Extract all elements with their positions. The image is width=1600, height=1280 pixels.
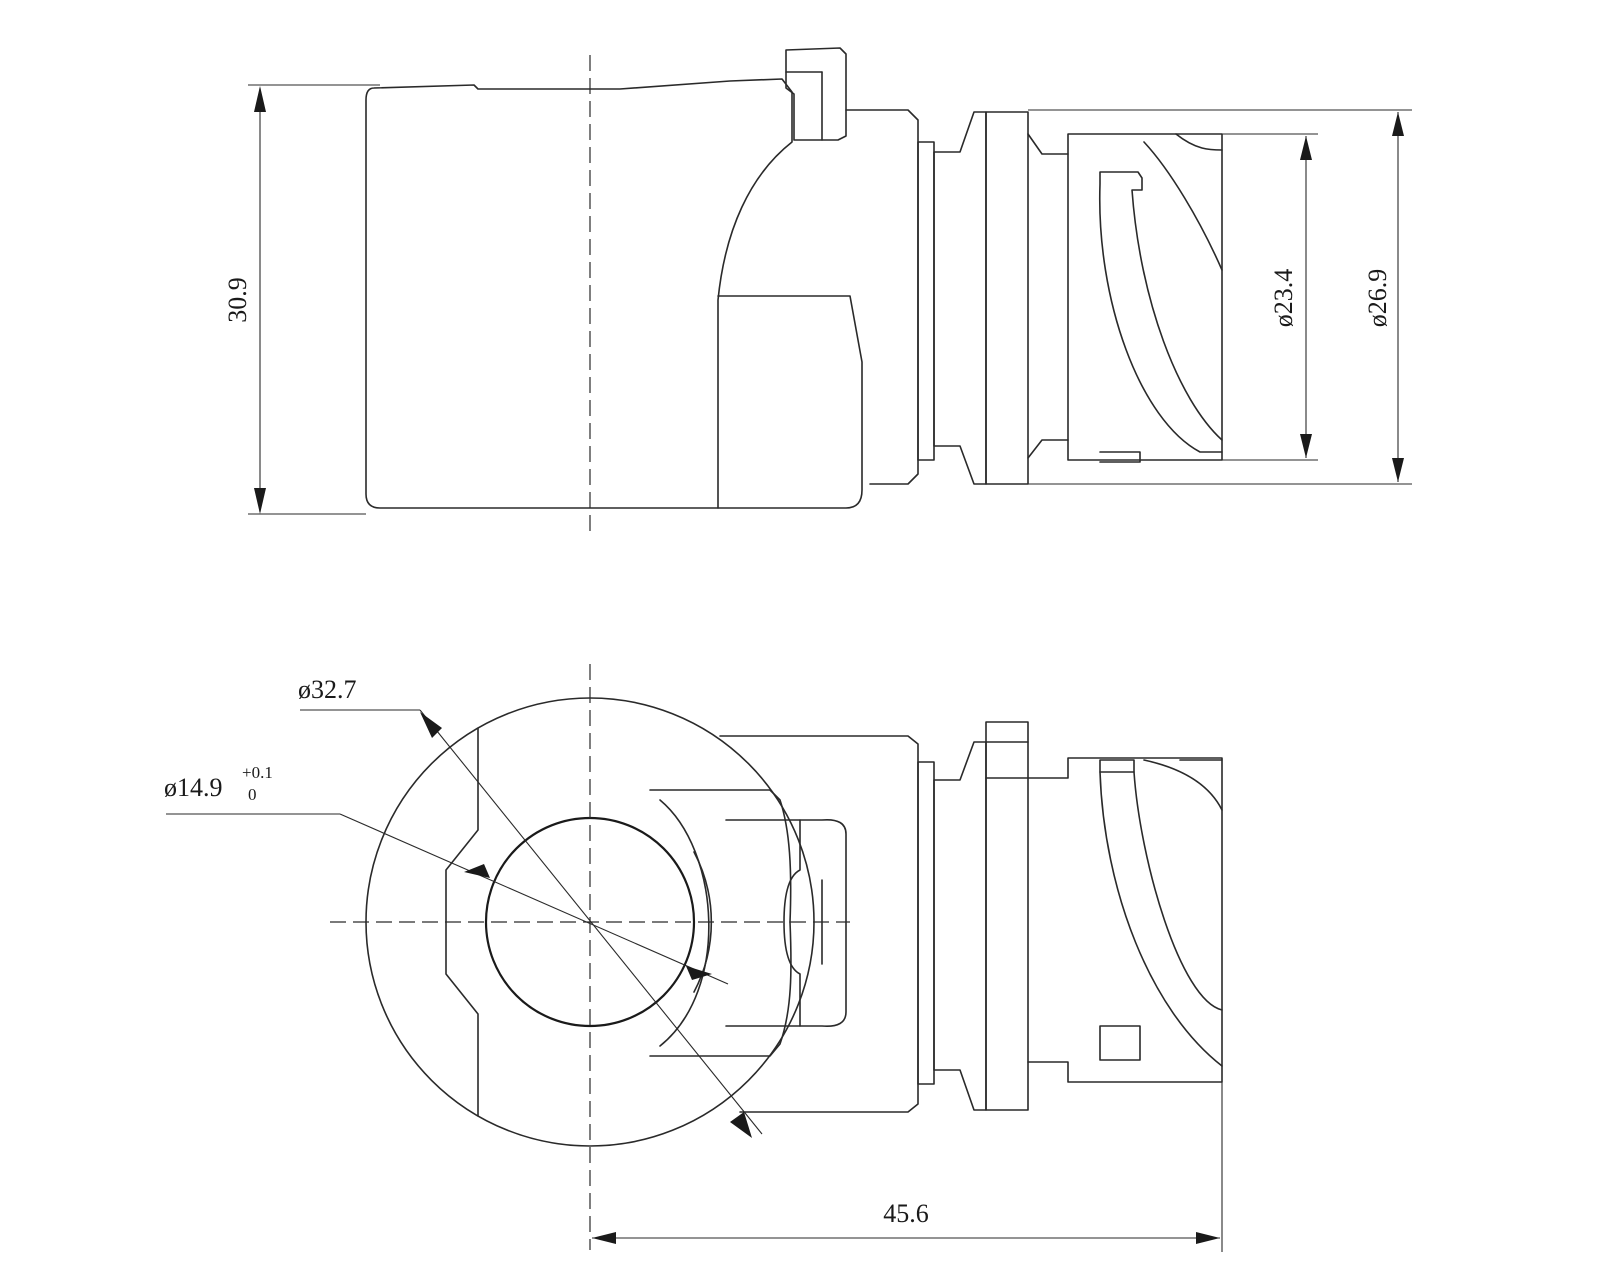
housing-block: [845, 109, 919, 485]
dim-bore-tol-upper: +0.1: [242, 763, 273, 782]
dim-body-label: ø32.7: [298, 675, 357, 704]
latch-loop: [1098, 171, 1223, 453]
clip-tab: [785, 47, 847, 141]
coil-body-right: [717, 295, 863, 509]
terminal-slot: [725, 818, 847, 1028]
dim-height: 30.9: [223, 84, 380, 515]
connector-body: [1027, 133, 1223, 461]
dim-length-label: 45.6: [883, 1199, 929, 1228]
dim-height-label: 30.9: [223, 277, 252, 323]
flange-ring: [985, 111, 1029, 485]
flange-end: [933, 741, 987, 1111]
dim-outer-connector-label: ø26.9: [1363, 269, 1392, 328]
dim-length: 45.6: [592, 1082, 1223, 1252]
coil-body-outline: [365, 78, 793, 509]
connector-end: [1027, 757, 1223, 1083]
dim-bore-tol-lower: 0: [248, 785, 257, 804]
dim-inner-connector: ø23.4: [1222, 133, 1318, 461]
side-view: 30.9 ø23.4 ø26.9: [223, 47, 1412, 535]
dim-bore: ø14.9 +0.1 0: [164, 763, 729, 985]
flange-ring-end: [985, 721, 1029, 1111]
neck: [917, 141, 935, 461]
dim-outer-connector: ø26.9: [1028, 109, 1412, 485]
dim-inner-connector-label: ø23.4: [1269, 269, 1298, 328]
neck-end: [917, 761, 935, 1085]
end-view: ø32.7 ø14.9 +0.1 0 45.6: [164, 664, 1223, 1252]
dim-body: ø32.7: [298, 675, 763, 1138]
flange: [933, 111, 987, 485]
dim-bore-label: ø14.9: [164, 773, 223, 802]
